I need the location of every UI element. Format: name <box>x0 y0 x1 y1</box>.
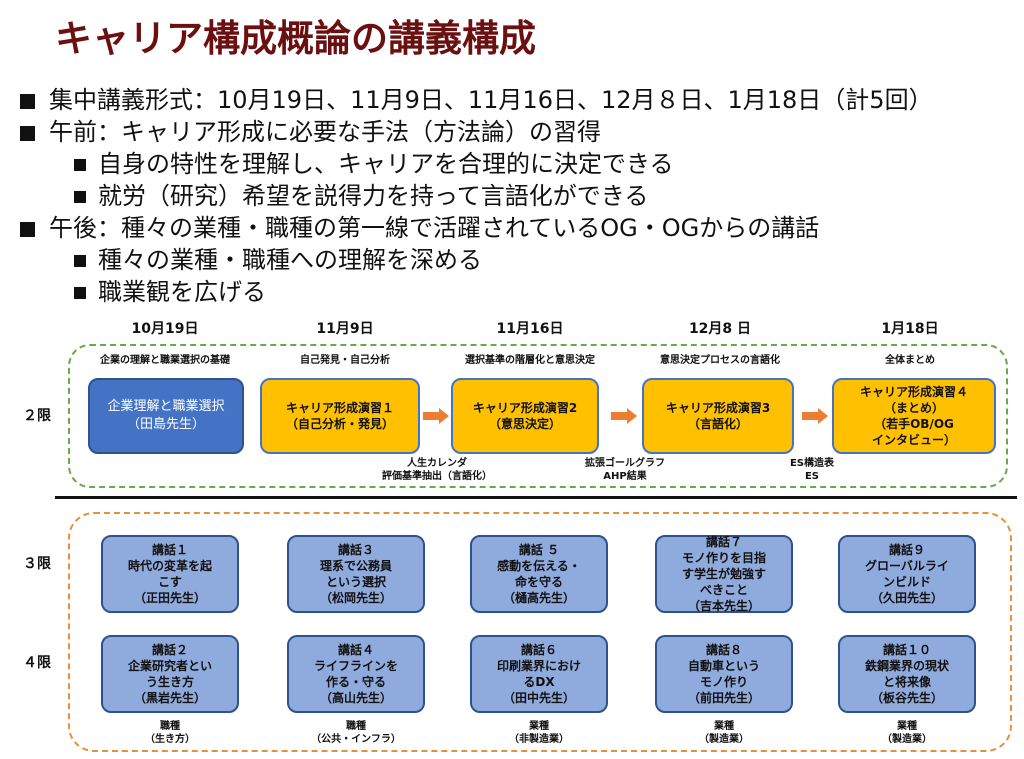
bullet-square-icon <box>20 93 35 109</box>
exercise-box-4: キャリア形成演習４ （まとめ） （若手OB/OG インタビュー） <box>832 378 996 454</box>
bullet-text: 午後：種々の業種・職種の第一線で活躍されているOG・OGからの講話 <box>49 214 820 242</box>
period-2-label: ２限 <box>23 408 51 424</box>
topic-5: 全体まとめ <box>885 355 935 366</box>
talk-box-1: 講話１ 時代の変革を起 こす （正田先生） <box>101 535 239 613</box>
date-1: 10月19日 <box>131 321 199 337</box>
afternoon-frame <box>68 512 1012 752</box>
talk-box-7: 講話７ モノ作りを目指 す学生が勉強す べきこと （吉本先生） <box>655 535 793 613</box>
talk-box-9: 講話９ グローバルライ ンビルド （久田先生） <box>838 535 976 613</box>
date-2: 11月9日 <box>316 321 374 337</box>
period2-frame <box>68 344 1008 488</box>
bullet-square-icon <box>74 255 86 267</box>
bullet-text: 職業観を広げる <box>98 278 266 306</box>
talk-box-10: 講話１０ 鉄鋼業界の現状 と将来像 （板谷先生） <box>838 635 976 713</box>
bullet-square-icon <box>74 287 86 299</box>
bullet-square-icon <box>74 191 86 203</box>
talk-box-2: 講話２ 企業研究者とい う生き方 （黒岩先生） <box>101 635 239 713</box>
bullet-schedule: 集中講義形式：10月19日、11月9日、11月16日、12月８日、1月18日（計… <box>20 80 933 115</box>
period-3-label: ３限 <box>23 556 51 572</box>
bullet-text: 種々の業種・職種への理解を深める <box>98 246 482 274</box>
bullet-square-icon <box>74 159 86 171</box>
sub-bullet: 職業観を広げる <box>74 272 266 307</box>
topic-3: 選択基準の階層化と意思決定 <box>465 355 595 366</box>
arrow-right-icon <box>611 408 637 424</box>
talk-box-8: 講話８ 自動車という モノ作り （前田先生） <box>655 635 793 713</box>
arrow-right-icon <box>802 408 828 424</box>
topic-1: 企業の理解と職業選択の基礎 <box>100 355 230 366</box>
date-4: 12月8 日 <box>688 321 752 337</box>
category-2: 職種 （公共・インフラ） <box>311 721 401 745</box>
bullet-text: 集中講義形式：10月19日、11月9日、11月16日、12月８日、1月18日（計… <box>49 86 933 114</box>
tool-note-1: 人生カレンダ 評価基準抽出（言語化） <box>382 458 492 482</box>
sub-bullet: 自身の特性を理解し、キャリアを合理的に決定できる <box>74 144 674 179</box>
category-3: 業種 （非製造業） <box>509 721 569 745</box>
sub-bullet: 種々の業種・職種への理解を深める <box>74 240 482 275</box>
exercise-box-2: キャリア形成演習2 （意思決定） <box>451 378 599 454</box>
bullet-afternoon: 午後：種々の業種・職種の第一線で活躍されているOG・OGからの講話 <box>20 208 819 243</box>
arrow-right-icon <box>423 408 449 424</box>
divider-line <box>55 496 1017 499</box>
talk-box-3: 講話３ 理系で公務員 という選択 （松岡先生） <box>287 535 425 613</box>
bullet-morning: 午前：キャリア形成に必要な手法（方法論）の習得 <box>20 112 601 147</box>
bullet-text: 午前：キャリア形成に必要な手法（方法論）の習得 <box>49 118 601 146</box>
sub-bullet: 就労（研究）希望を説得力を持って言語化ができる <box>74 176 648 211</box>
bullet-text: 自身の特性を理解し、キャリアを合理的に決定できる <box>98 150 674 178</box>
category-1: 職種 （生き方） <box>145 721 195 745</box>
topic-4: 意思決定プロセスの言語化 <box>660 355 780 366</box>
talk-box-6: 講話６ 印刷業界におけ るDX （田中先生） <box>470 635 608 713</box>
exercise-box-1: キャリア形成演習１ （自己分析・発見） <box>260 378 420 454</box>
date-5: 1月18日 <box>881 321 939 337</box>
talk-box-5: 講話 ５ 感動を伝える・ 命を守る （樋高先生） <box>470 535 608 613</box>
category-4: 業種 （製造業） <box>699 721 749 745</box>
topic-2: 自己発見・自己分析 <box>300 355 390 366</box>
bullet-text: 就労（研究）希望を説得力を持って言語化ができる <box>98 182 649 210</box>
bullet-square-icon <box>20 125 35 141</box>
exercise-box-3: キャリア形成演習3 （言語化） <box>642 378 794 454</box>
category-5: 業種 （製造業） <box>882 721 932 745</box>
page-title: キャリア構成概論の講義構成 <box>55 17 536 60</box>
tool-note-2: 拡張ゴールグラフ AHP結果 <box>585 458 665 482</box>
period-4-label: ４限 <box>23 655 51 671</box>
bullet-square-icon <box>20 221 35 237</box>
talk-box-4: 講話４ ライフラインを 作る・守る （高山先生） <box>287 635 425 713</box>
date-3: 11月16日 <box>496 321 564 337</box>
tool-note-3: ES構造表 ES <box>789 458 835 482</box>
lecture-box-1: 企業理解と職業選択 （田島先生） <box>88 378 244 454</box>
